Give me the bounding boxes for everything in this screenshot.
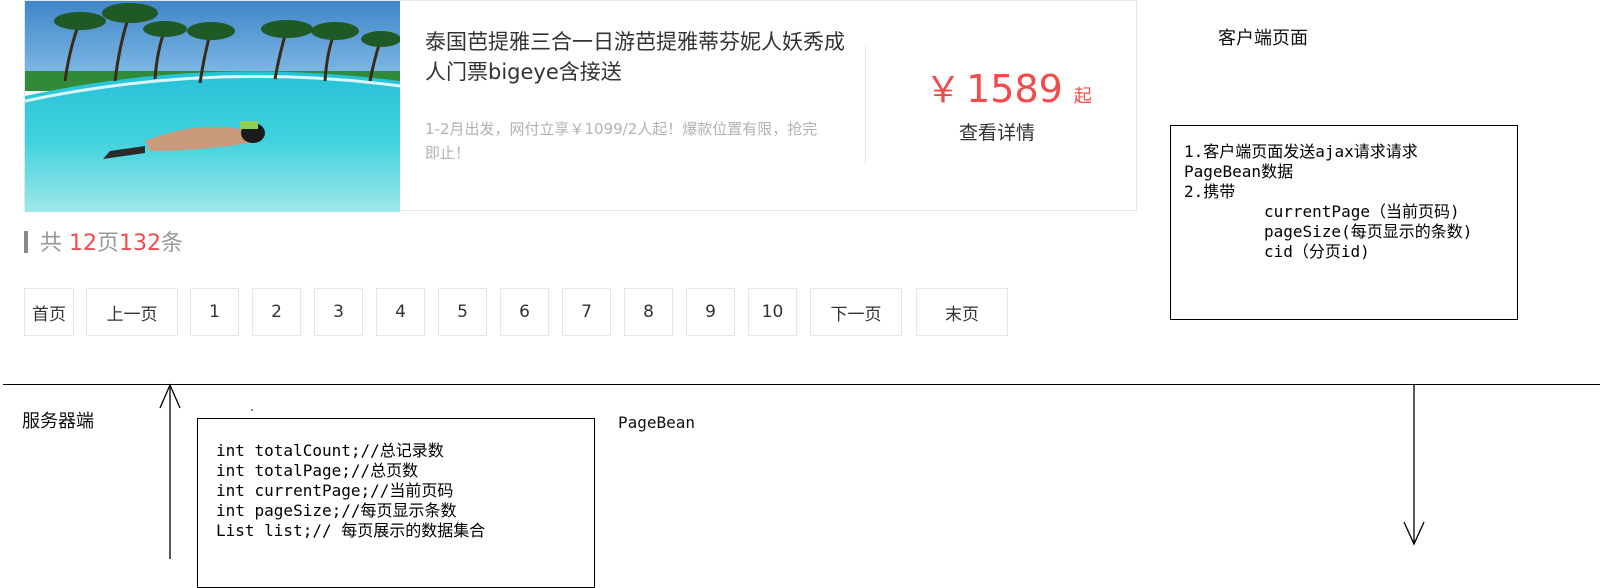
down-arrow-icon [1403,385,1425,546]
page-button-9[interactable]: 9 [686,288,735,336]
page-button-5[interactable]: 5 [438,288,487,336]
first-page-button[interactable]: 首页 [24,288,74,336]
code-line: int totalPage;//总页数 [216,461,419,480]
next-page-button[interactable]: 下一页 [810,288,902,336]
code-line: int pageSize;//每页显示条数 [216,501,457,520]
summary-prefix: 共 [40,231,63,256]
count-word: 条 [161,231,184,256]
price-symbol: ￥ [925,70,962,111]
pagebean-class-label: PageBean [618,413,696,432]
product-title[interactable]: 泰国芭提雅三合一日游芭提雅蒂芬妮人妖秀成人门票bigeye含接送 [425,30,845,84]
total-pages: 12 [69,231,98,256]
client-server-divider [3,384,1600,385]
up-arrow-icon [159,383,181,559]
client-request-note: 1.客户端页面发送ajax请求请求 PageBean数据 2.携带 curren… [1170,125,1518,320]
snorkel-photo [25,1,400,212]
page-button-3[interactable]: 3 [314,288,363,336]
price-amount: 1589 [966,67,1063,111]
prev-page-button[interactable]: 上一页 [86,288,178,336]
pagebean-code-box: int totalCount;//总记录数 int totalPage;//总页… [197,418,595,588]
note-line: currentPage（当前页码) [1264,202,1460,221]
code-line: List list;// 每页展示的数据集合 [216,521,486,540]
product-card[interactable]: 泰国芭提雅三合一日游芭提雅蒂芬妮人妖秀成人门票bigeye含接送 1-2月出发，… [24,0,1137,212]
page-button-8[interactable]: 8 [624,288,673,336]
note-line: PageBean数据 [1184,162,1294,181]
price: ￥ 1589 起 [925,61,1125,113]
note-line: cid（分页id) [1264,242,1370,261]
page-button-1[interactable]: 1 [190,288,239,336]
client-side-label: 客户端页面 [1218,28,1308,49]
note-line: pageSize(每页显示的条数) [1264,222,1473,241]
page-button-4[interactable]: 4 [376,288,425,336]
product-description: 1-2月出发，网付立享￥1099/2人起！爆款位置有限，抢完即止！ [425,120,818,162]
server-side-label: 服务器端 [22,411,94,432]
total-count: 132 [119,231,162,256]
stray-dot [251,409,253,411]
page-button-6[interactable]: 6 [500,288,549,336]
summary-marker [24,231,28,253]
last-page-button[interactable]: 末页 [916,288,1008,336]
record-summary: 共 12页132条 [24,230,183,258]
code-line: int currentPage;//当前页码 [216,481,454,500]
product-image[interactable] [25,1,400,212]
card-divider [865,46,866,164]
note-line: 1.客户端页面发送ajax请求请求 [1184,142,1418,161]
page-button-7[interactable]: 7 [562,288,611,336]
code-line: int totalCount;//总记录数 [216,441,444,460]
view-detail-link[interactable]: 查看详情 [959,122,1036,144]
page-button-10[interactable]: 10 [748,288,797,336]
price-suffix: 起 [1073,86,1092,107]
page-button-2[interactable]: 2 [252,288,301,336]
pages-word: 页 [97,231,120,256]
note-line: 2.携带 [1184,182,1236,201]
